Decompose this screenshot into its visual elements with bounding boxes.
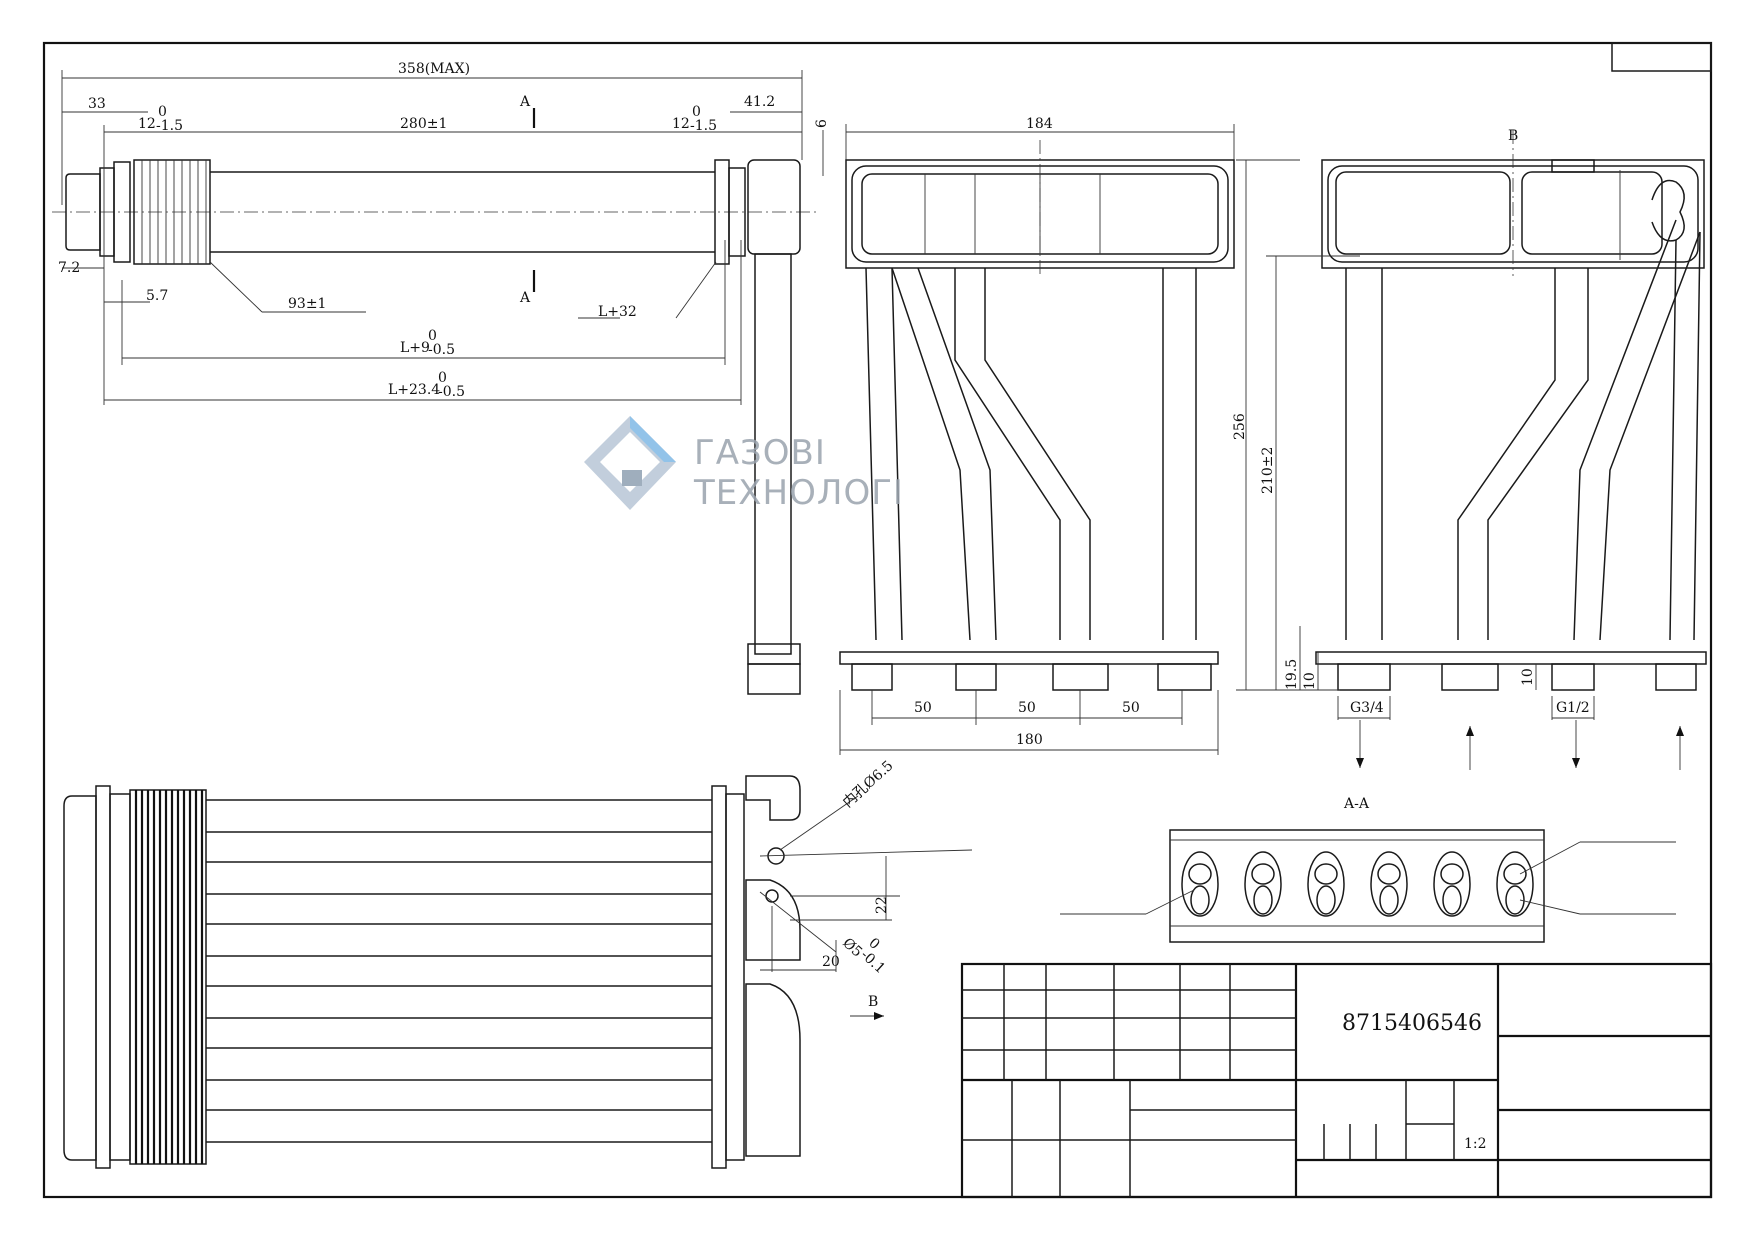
dim-6: 6 (814, 119, 830, 128)
bottom-view: 内孔Ø6.5 Ø5 0 -0.1 22 20 B (63, 758, 973, 1169)
dim-12-right: 12 (672, 116, 690, 132)
section-aa-label: A-A (1343, 796, 1370, 812)
dim-l23: L+23.4 (388, 382, 440, 398)
dim-33: 33 (88, 96, 106, 112)
fin-stack (133, 159, 211, 265)
dim-180: 180 (1016, 732, 1043, 748)
dim-12-left-tol-lower: -1.5 (156, 118, 183, 134)
dim-50-c: 50 (1122, 700, 1140, 716)
watermark-line1: ГАЗОВІ (694, 433, 826, 473)
dim-l9-tol-lower: -0.5 (428, 342, 455, 358)
section-a-top: A (519, 94, 531, 110)
front-view: 358(MAX) 33 12 0 -1.5 280±1 12 0 -1.5 41… (52, 61, 830, 695)
section-aa: A-A (1060, 796, 1676, 943)
dim-12-right-tol-lower: -1.5 (690, 118, 717, 134)
dim-10-b: 10 (1520, 668, 1536, 686)
fin-block (129, 789, 207, 1165)
dim-l9-tol-upper: 0 (428, 328, 437, 344)
dim-12-right-tol-upper: 0 (692, 104, 701, 120)
dim-5-7: 5.7 (146, 288, 168, 304)
right-view: B 256 210±2 19.5 10 10 G3/4 G1/2 (1232, 128, 1707, 770)
dim-210: 210±2 (1260, 447, 1276, 494)
thread-g12: G1/2 (1556, 700, 1590, 716)
thread-g34: G3/4 (1350, 700, 1384, 716)
title-block: 8715406546 1:2 (960, 962, 1713, 1199)
dim-184: 184 (1026, 116, 1053, 132)
dim-l23-tol-lower: -0.5 (438, 384, 465, 400)
dim-l32: L+32 (598, 304, 637, 320)
dim-50-b: 50 (1018, 700, 1036, 716)
watermark-logo-icon (584, 416, 676, 510)
dim-20: 20 (822, 954, 840, 970)
watermark: ГАЗОВІ ТЕХНОЛОГІ (584, 416, 904, 513)
dim-12-left-tol-upper: 0 (158, 104, 167, 120)
dim-10-a: 10 (1302, 672, 1318, 690)
dim-19-5: 19.5 (1284, 659, 1300, 690)
drawing-frame (42, 41, 1713, 1199)
dim-41-2: 41.2 (744, 94, 775, 110)
dim-l23-tol-upper: 0 (438, 370, 447, 386)
dim-358: 358(MAX) (398, 61, 470, 77)
dim-22: 22 (874, 896, 890, 914)
dim-93: 93±1 (288, 296, 326, 312)
corner-box (1611, 42, 1712, 72)
dim-7-2: 7.2 (58, 260, 80, 276)
dim-256: 256 (1232, 413, 1248, 440)
section-a-bottom: A (519, 290, 531, 306)
dim-280: 280±1 (400, 116, 447, 132)
part-number: 8715406546 (1342, 1011, 1482, 1036)
watermark-line2: ТЕХНОЛОГІ (693, 473, 904, 513)
view-b-label: B (868, 994, 878, 1010)
dim-12-left: 12 (138, 116, 156, 132)
dim-l9: L+9 (400, 340, 430, 356)
scale-value: 1:2 (1464, 1136, 1487, 1152)
dim-50-a: 50 (914, 700, 932, 716)
side-view: 184 50 50 50 180 (839, 116, 1235, 755)
hole-6-5: 内孔Ø6.5 (840, 758, 897, 811)
section-b-label: B (1508, 128, 1518, 144)
